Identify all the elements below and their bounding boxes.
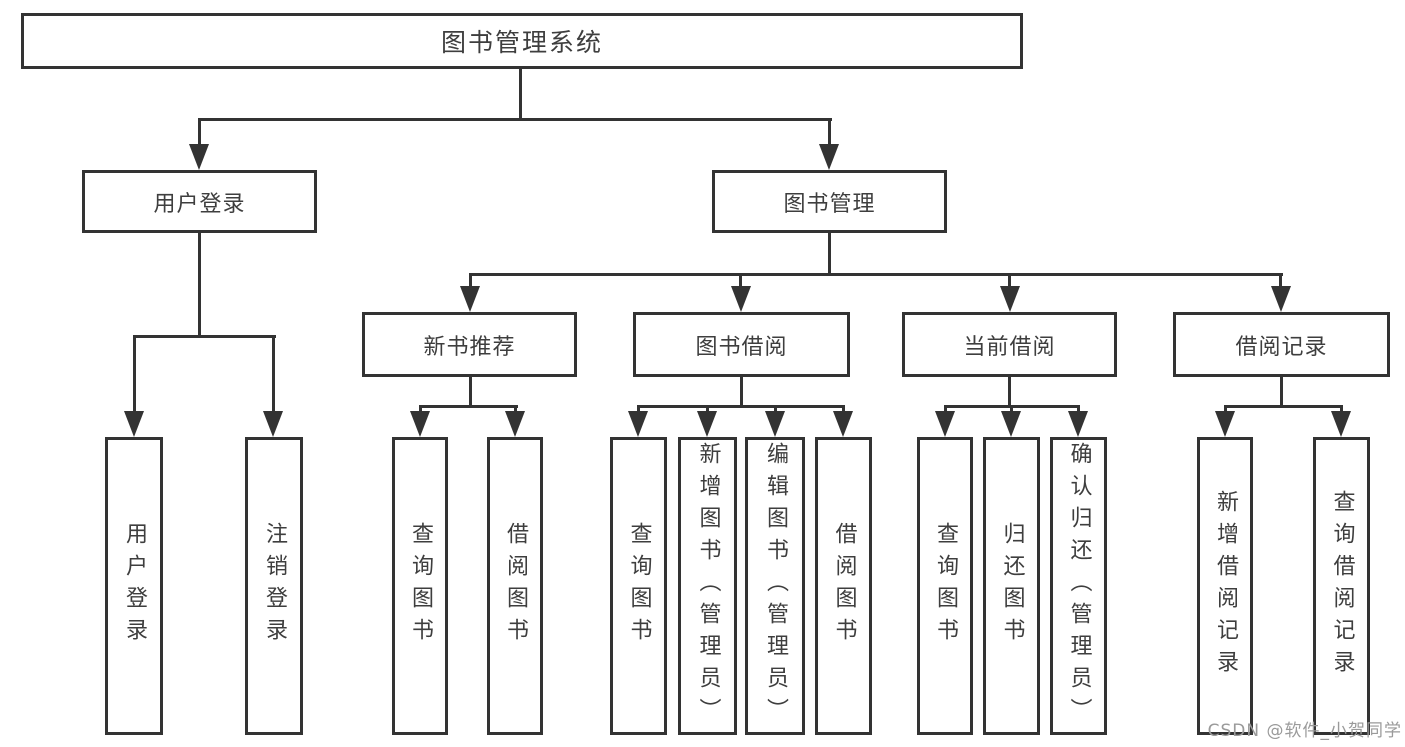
leaf-records-add-record: 新增借阅记录 bbox=[1197, 437, 1253, 735]
leaf-current-query-books-label: 查询图书 bbox=[933, 522, 958, 650]
node-book-management: 图书管理 bbox=[712, 170, 947, 233]
connector-line bbox=[637, 405, 640, 413]
connector-line bbox=[706, 405, 709, 413]
node-book-borrow-label: 图书借阅 bbox=[695, 334, 788, 360]
node-borrow-records: 借阅记录 bbox=[1173, 312, 1390, 377]
connector-line bbox=[637, 405, 845, 408]
leaf-recommend-query-books: 查询图书 bbox=[392, 437, 448, 735]
connector-line bbox=[774, 405, 777, 413]
arrow-down-icon bbox=[819, 144, 839, 170]
connector-line bbox=[133, 335, 276, 338]
arrow-down-icon bbox=[697, 411, 717, 437]
leaf-borrow-add-books-admin-label: 新增图书（管理员） bbox=[695, 442, 721, 730]
connector-line bbox=[1010, 405, 1013, 413]
connector-line bbox=[198, 118, 201, 148]
node-borrow-records-label: 借阅记录 bbox=[1235, 334, 1328, 360]
leaf-borrow-edit-books-admin-label: 编辑图书（管理员） bbox=[763, 442, 788, 730]
leaf-current-confirm-return-admin: 确认归还（管理员） bbox=[1050, 437, 1107, 735]
leaf-logout: 注销登录 bbox=[245, 437, 303, 735]
node-user-login-label: 用户登录 bbox=[153, 191, 246, 217]
arrow-down-icon bbox=[410, 411, 430, 437]
node-new-book-recommend-label: 新书推荐 bbox=[423, 334, 516, 360]
arrow-down-icon bbox=[935, 411, 955, 437]
arrow-down-icon bbox=[628, 411, 648, 437]
arrow-down-icon bbox=[731, 286, 751, 312]
leaf-recommend-borrow-books: 借阅图书 bbox=[487, 437, 543, 735]
leaf-logout-label: 注销登录 bbox=[262, 522, 287, 650]
arrow-down-icon bbox=[189, 144, 209, 170]
leaf-current-return-books-label: 归还图书 bbox=[999, 522, 1025, 650]
connector-line bbox=[272, 335, 275, 415]
connector-line bbox=[1224, 405, 1227, 413]
connector-line bbox=[198, 233, 201, 337]
arrow-down-icon bbox=[1271, 286, 1291, 312]
connector-line bbox=[828, 233, 831, 275]
node-book-management-label: 图书管理 bbox=[783, 191, 876, 217]
leaf-borrow-add-books-admin: 新增图书（管理员） bbox=[678, 437, 737, 735]
node-new-book-recommend: 新书推荐 bbox=[362, 312, 577, 377]
connector-line bbox=[739, 273, 742, 287]
arrow-down-icon bbox=[263, 411, 283, 437]
connector-line bbox=[519, 68, 522, 121]
node-book-borrow: 图书借阅 bbox=[633, 312, 850, 377]
arrow-down-icon bbox=[1331, 411, 1351, 437]
connector-line bbox=[740, 377, 743, 405]
leaf-borrow-borrow-books-label: 借阅图书 bbox=[831, 522, 857, 650]
connector-line bbox=[842, 405, 845, 413]
arrow-down-icon bbox=[1215, 411, 1235, 437]
leaf-records-query-record-label: 查询借阅记录 bbox=[1329, 490, 1355, 682]
node-current-borrow-label: 当前借阅 bbox=[963, 334, 1056, 360]
connector-line bbox=[1008, 377, 1011, 405]
node-user-login: 用户登录 bbox=[82, 170, 317, 233]
node-current-borrow: 当前借阅 bbox=[902, 312, 1117, 377]
arrow-down-icon bbox=[124, 411, 144, 437]
connector-line bbox=[469, 377, 472, 405]
connector-line bbox=[198, 118, 832, 121]
leaf-records-add-record-label: 新增借阅记录 bbox=[1213, 490, 1238, 682]
leaf-current-confirm-return-admin-label: 确认归还（管理员） bbox=[1066, 442, 1092, 730]
connector-line bbox=[1008, 273, 1011, 287]
leaf-current-query-books: 查询图书 bbox=[917, 437, 973, 735]
leaf-borrow-query-books-label: 查询图书 bbox=[626, 522, 652, 650]
leaf-borrow-edit-books-admin: 编辑图书（管理员） bbox=[745, 437, 805, 735]
leaf-records-query-record: 查询借阅记录 bbox=[1313, 437, 1370, 735]
node-root-label: 图书管理系统 bbox=[440, 28, 603, 57]
connector-line bbox=[1340, 405, 1343, 413]
connector-line bbox=[419, 405, 518, 408]
leaf-recommend-borrow-books-label: 借阅图书 bbox=[503, 522, 528, 650]
connector-line bbox=[1279, 273, 1282, 287]
connector-line bbox=[944, 405, 947, 413]
arrow-down-icon bbox=[505, 411, 525, 437]
arrow-down-icon bbox=[765, 411, 785, 437]
connector-line bbox=[1280, 377, 1283, 405]
connector-line bbox=[514, 405, 517, 413]
arrow-down-icon bbox=[1000, 286, 1020, 312]
leaf-user-login: 用户登录 bbox=[105, 437, 163, 735]
watermark: CSDN @软件_小贺同学 bbox=[1207, 721, 1402, 741]
connector-line bbox=[419, 405, 422, 413]
connector-line bbox=[469, 273, 472, 287]
connector-line bbox=[1077, 405, 1080, 413]
connector-line bbox=[828, 118, 831, 148]
arrow-down-icon bbox=[460, 286, 480, 312]
leaf-borrow-borrow-books: 借阅图书 bbox=[815, 437, 872, 735]
connector-line bbox=[469, 273, 1283, 276]
leaf-current-return-books: 归还图书 bbox=[983, 437, 1040, 735]
node-root: 图书管理系统 bbox=[21, 13, 1023, 69]
leaf-user-login-label: 用户登录 bbox=[122, 522, 147, 650]
connector-line bbox=[133, 335, 136, 415]
arrow-down-icon bbox=[1068, 411, 1088, 437]
connector-line bbox=[1224, 405, 1343, 408]
leaf-borrow-query-books: 查询图书 bbox=[610, 437, 667, 735]
arrow-down-icon bbox=[1001, 411, 1021, 437]
arrow-down-icon bbox=[833, 411, 853, 437]
leaf-recommend-query-books-label: 查询图书 bbox=[408, 522, 433, 650]
